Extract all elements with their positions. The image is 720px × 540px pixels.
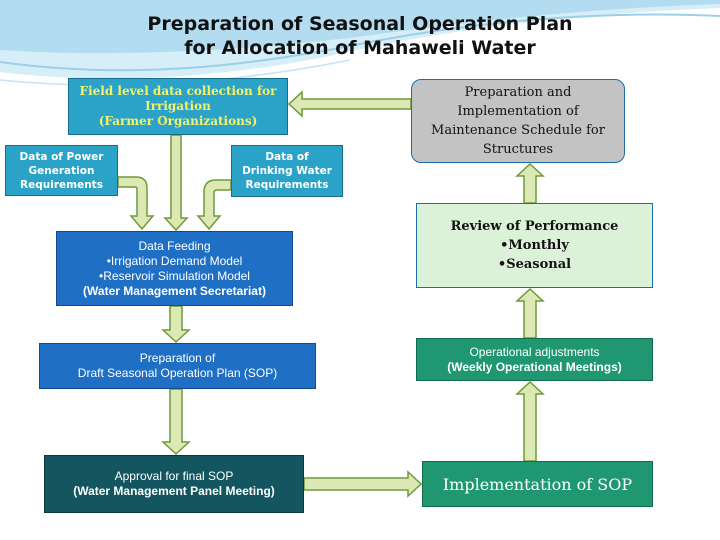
box-maintenance-schedule: Preparation and Implementation of Mainte… [411, 79, 625, 163]
box-implementation-sop: Implementation of SOP [422, 461, 653, 507]
arrow-approval-to-implementation [303, 470, 423, 498]
arrow-drinking-to-feeding [196, 179, 232, 231]
arrow-power-to-feeding [117, 176, 155, 231]
feeding-line-4: (Water Management Secretariat) [83, 283, 266, 298]
box-drinking-water-requirements: Data of Drinking Water Requirements [231, 145, 343, 197]
feeding-line-3: •Reservoir Simulation Model [99, 268, 250, 283]
maintenance-line-1: Preparation and [464, 85, 572, 100]
box-approval-final-sop: Approval for final SOP (Water Management… [44, 455, 304, 513]
box-operational-adjustments: Operational adjustments (Weekly Operatio… [416, 338, 653, 381]
draft-line-2: Draft Seasonal Operation Plan (SOP) [77, 366, 278, 380]
field-line-2: Irrigation [145, 99, 211, 113]
drinking-line-1: Data of [265, 151, 309, 163]
field-line-3: (Farmer Organizations) [98, 114, 258, 128]
arrow-maintenance-to-field [287, 90, 412, 118]
arrow-adjustments-to-review [515, 287, 545, 339]
field-line-1: Field level data collection for [79, 84, 277, 98]
maintenance-line-2: Implementation of [457, 104, 579, 119]
approval-line-2: (Water Management Panel Meeting) [73, 484, 275, 498]
review-line-1: Review of Performance [450, 219, 619, 234]
adjustments-line-1: Operational adjustments [469, 344, 600, 359]
feeding-line-1: Data Feeding [138, 238, 211, 253]
review-line-2: •Monthly [500, 238, 569, 253]
box-data-feeding: Data Feeding •Irrigation Demand Model •R… [56, 231, 293, 306]
title-line-2: for Allocation of Mahaweli Water [184, 37, 536, 59]
box-review-performance: Review of Performance •Monthly •Seasonal [416, 203, 653, 288]
power-line-1: Data of Power [19, 150, 104, 163]
decorative-swoosh [0, 0, 720, 86]
drinking-line-3: Requirements [245, 179, 329, 191]
box-field-data-collection: Field level data collection for Irrigati… [68, 78, 288, 135]
page-title: Preparation of Seasonal Operation Plan f… [60, 12, 660, 60]
implementation-line-1: Implementation of SOP [442, 474, 633, 494]
adjustments-line-2: (Weekly Operational Meetings) [447, 359, 622, 374]
box-power-requirements: Data of Power Generation Requirements [5, 145, 118, 196]
power-line-2: Generation [28, 164, 95, 177]
maintenance-line-3: Maintenance Schedule for [431, 123, 605, 138]
approval-line-1: Approval for final SOP [114, 469, 234, 483]
power-line-3: Requirements [20, 178, 103, 191]
title-line-1: Preparation of Seasonal Operation Plan [147, 13, 573, 35]
arrow-feeding-to-draft [161, 305, 191, 344]
review-line-3: •Seasonal [497, 257, 572, 272]
arrow-implementation-to-adjustments [515, 380, 545, 462]
feeding-line-2: •Irrigation Demand Model [106, 253, 243, 268]
arrow-field-to-feeding [163, 134, 189, 232]
draft-line-1: Preparation of [139, 351, 216, 365]
drinking-line-2: Drinking Water [242, 165, 332, 177]
arrow-draft-to-approval [161, 388, 191, 456]
arrow-review-to-maintenance [515, 162, 545, 204]
maintenance-line-4: Structures [482, 142, 554, 157]
box-draft-sop: Preparation of Draft Seasonal Operation … [39, 343, 316, 389]
